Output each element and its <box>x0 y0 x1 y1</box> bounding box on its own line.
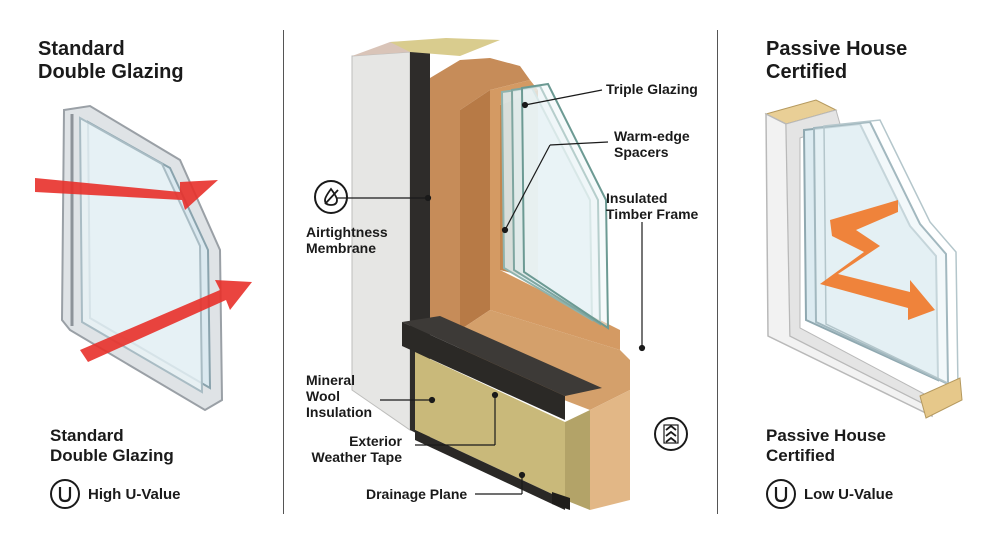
callout-airtightness-membrane: Airtightness Membrane <box>306 224 388 256</box>
airtight-drop-icon <box>314 180 348 214</box>
passive-frame-bottom <box>919 377 963 419</box>
callout-insulated-timber-frame: Insulated Timber Frame <box>606 190 699 222</box>
passive-window-illustration <box>764 99 963 419</box>
divider-right <box>717 30 718 514</box>
right-caption: Passive House Certified <box>766 426 886 466</box>
mineral-wool-insulation <box>415 352 565 500</box>
right-u-value-label: Low U-Value <box>804 485 894 503</box>
heat-loss-arrow-upper <box>35 178 218 210</box>
reduced-heat-arrow <box>820 200 935 320</box>
divider-left <box>283 30 284 514</box>
left-title-line2: Double Glazing <box>38 61 184 83</box>
right-title: Passive House Certified <box>766 38 907 84</box>
callout-warm-edge: Warm-edge Spacers <box>614 128 690 160</box>
timber-frame-outer <box>430 58 530 330</box>
callout-triple-glazing: Triple Glazing <box>606 81 698 97</box>
right-title-line2: Certified <box>766 61 848 83</box>
airflow-vent-icon <box>654 417 688 451</box>
left-u-value-label: High U-Value <box>88 485 181 503</box>
left-title: Standard Double Glazing <box>38 38 184 84</box>
heat-loss-arrow-lower <box>80 280 252 362</box>
right-u-value: Low U-Value <box>766 479 893 509</box>
triple-glazing-pane-3 <box>520 82 610 330</box>
left-caption: Standard Double Glazing <box>50 426 174 466</box>
drainage-plane <box>552 492 570 510</box>
u-value-icon <box>766 479 796 509</box>
left-title-line1: Standard <box>38 38 125 60</box>
mineral-wool-top <box>390 38 500 56</box>
left-caption-line1: Standard <box>50 426 124 445</box>
exterior-weather-tape <box>415 430 565 510</box>
timber-sash <box>490 80 620 350</box>
u-value-icon <box>50 479 80 509</box>
timber-frame-side <box>460 90 490 330</box>
callout-exterior-weather-tape: Exterior Weather Tape <box>311 433 402 465</box>
callout-drainage-plane: Drainage Plane <box>366 486 468 502</box>
window-cross-section-illustration <box>336 38 646 510</box>
right-caption-line1: Passive House <box>766 426 887 445</box>
standard-window-illustration <box>35 104 252 412</box>
left-caption-line2: Double Glazing <box>50 446 174 465</box>
callout-mineral-wool: Mineral Wool Insulation <box>306 372 373 420</box>
right-title-line1: Passive House <box>766 38 908 60</box>
left-u-value: High U-Value <box>50 479 181 509</box>
window-sill <box>402 316 602 396</box>
right-caption-line2: Certified <box>766 446 835 465</box>
